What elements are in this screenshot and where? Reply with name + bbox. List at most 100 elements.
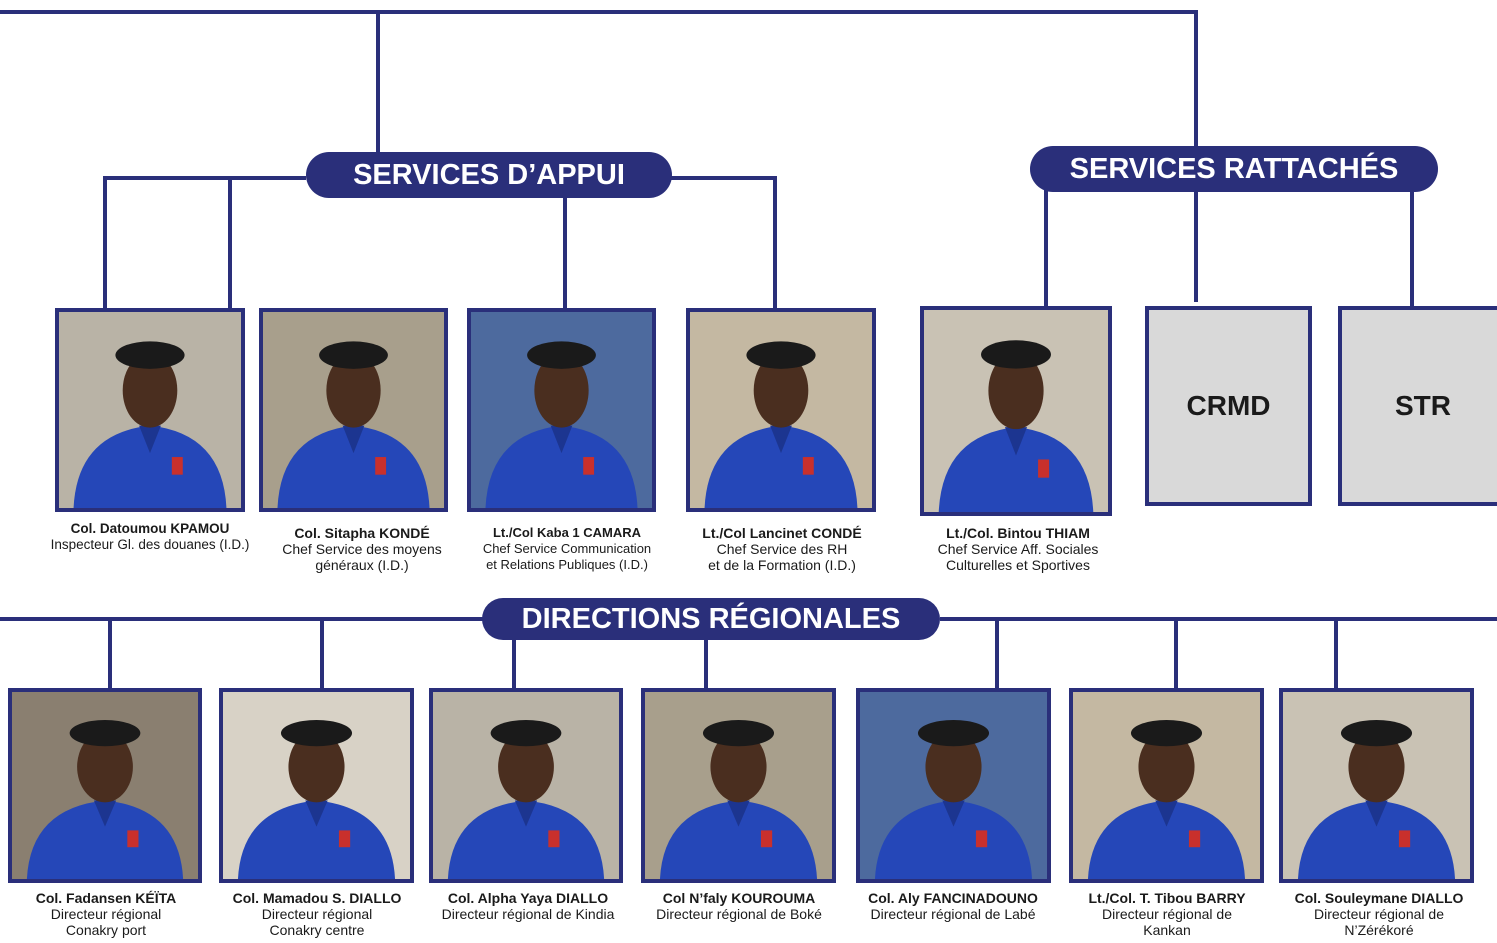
flag-badge	[760, 830, 773, 848]
portrait-mamadou-diallo	[219, 688, 414, 883]
person-role: Directeur régional de Kindia	[441, 906, 615, 922]
portrait-fadansen-keita	[8, 688, 202, 883]
officer-portrait-illustration	[12, 692, 198, 879]
person-name: Col. Sitapha KONDÉ	[294, 525, 430, 541]
caption-nfaly-kourouma: Col N’faly KOUROUMA Directeur régional d…	[634, 890, 844, 922]
beret-shape	[746, 341, 816, 369]
beret-shape	[527, 341, 596, 369]
face-shape	[1348, 731, 1405, 803]
beret-shape	[115, 341, 185, 369]
flag-badge	[583, 457, 595, 475]
officer-portrait-illustration	[263, 312, 444, 508]
face-shape	[77, 731, 133, 803]
collar-shape	[770, 425, 792, 454]
person-role: Directeur régional de Kankan	[1102, 906, 1232, 938]
caption-lancinet-conde: Lt./Col Lancinet CONDÉ Chef Service des …	[680, 525, 884, 573]
flag-badge	[975, 830, 988, 848]
collar-shape	[550, 425, 573, 454]
beret-shape	[1340, 720, 1413, 747]
uniform-shape	[874, 800, 1033, 879]
uniform-shape	[277, 425, 430, 508]
collar-shape	[1365, 800, 1388, 827]
str-box: STR	[1338, 306, 1497, 506]
person-name: Col. Mamadou S. DIALLO	[232, 890, 402, 906]
caption-bintou-thiam: Lt./Col. Bintou THIAM Chef Service Aff. …	[908, 525, 1128, 573]
officer-portrait-illustration	[860, 692, 1047, 879]
crmd-box: CRMD	[1145, 306, 1312, 506]
person-name: Lt./Col Kaba 1 CAMARA	[492, 525, 642, 540]
officer-portrait-illustration	[59, 312, 241, 508]
person-role: Directeur régional de Boké	[656, 906, 822, 922]
person-name: Col. Fadansen KÉÏTA	[35, 890, 177, 906]
portrait-kaba-camara	[467, 308, 656, 512]
person-name: Col. Souleymane DIALLO	[1294, 890, 1464, 906]
flag-badge	[375, 457, 387, 475]
officer-portrait-illustration	[1283, 692, 1470, 879]
person-name: Lt./Col. T. Tibou BARRY	[1088, 890, 1246, 906]
collar-shape	[727, 800, 750, 827]
person-name: Lt./Col. Bintou THIAM	[946, 525, 1090, 541]
portrait-kpamou	[55, 308, 245, 512]
officer-portrait-illustration	[223, 692, 410, 879]
caption-alpha-yaya-diallo: Col. Alpha Yaya DIALLO Directeur régiona…	[424, 890, 632, 922]
flag-badge	[171, 457, 183, 475]
collar-shape	[1155, 800, 1178, 827]
person-role: Directeur régional Conakry centre	[261, 906, 373, 938]
person-role: Directeur régional Conakry port	[50, 906, 162, 938]
collar-shape	[93, 800, 117, 827]
collar-shape	[942, 800, 965, 827]
face-shape	[710, 731, 767, 803]
flag-badge	[338, 830, 351, 848]
collar-shape	[139, 425, 161, 454]
person-role: Chef Service des moyens généraux (I.D.)	[282, 541, 442, 573]
officer-portrait-illustration	[690, 312, 872, 508]
flag-badge	[1188, 830, 1201, 848]
person-role: Inspecteur Gl. des douanes (I.D.)	[50, 537, 250, 552]
beret-shape	[490, 720, 562, 747]
portrait-tibou-barry	[1069, 688, 1264, 883]
person-name: Lt./Col Lancinet CONDÉ	[702, 525, 862, 541]
appui-right-branch	[668, 176, 777, 310]
officer-portrait-illustration	[645, 692, 832, 879]
uniform-shape	[704, 425, 858, 508]
flag-badge	[1038, 459, 1050, 478]
uniform-shape	[73, 425, 227, 508]
uniform-shape	[485, 425, 638, 508]
caption-tibou-barry: Lt./Col. T. Tibou BARRY Directeur région…	[1064, 890, 1270, 938]
person-role: Directeur régional de Labé	[870, 906, 1036, 922]
face-shape	[1138, 731, 1195, 803]
person-role: Directeur régional de N’Zérékoré	[1314, 906, 1444, 938]
face-shape	[753, 353, 809, 428]
collar-shape	[514, 800, 538, 827]
face-shape	[498, 731, 554, 803]
face-shape	[925, 731, 982, 803]
portrait-bintou-thiam	[920, 306, 1112, 516]
person-role: Chef Service des RH et de la Formation (…	[708, 541, 856, 573]
portrait-souleymane-diallo	[1279, 688, 1474, 883]
beret-shape	[981, 340, 1051, 369]
portrait-aly-fancinadouno	[856, 688, 1051, 883]
person-name: Col. Alpha Yaya DIALLO	[447, 890, 609, 906]
portrait-alpha-yaya-diallo	[429, 688, 623, 883]
caption-fadansen-keita: Col. Fadansen KÉÏTA Directeur régional C…	[4, 890, 208, 938]
services-appui-header: SERVICES D’APPUI	[306, 152, 672, 198]
face-shape	[534, 353, 589, 428]
flag-badge	[1398, 830, 1411, 848]
person-role: Chef Service Communication et Relations …	[482, 541, 652, 572]
uniform-shape	[26, 800, 184, 879]
beret-shape	[917, 720, 990, 747]
uniform-shape	[659, 800, 818, 879]
portrait-lancinet-conde	[686, 308, 876, 512]
face-shape	[326, 353, 381, 428]
person-name: Col N’faly KOUROUMA	[662, 890, 816, 906]
officer-portrait-illustration	[1073, 692, 1260, 879]
caption-aly-fancinadouno: Col. Aly FANCINADOUNO Directeur régional…	[848, 890, 1058, 922]
officer-portrait-illustration	[924, 310, 1108, 512]
top-connector	[0, 10, 1198, 160]
face-shape	[988, 352, 1044, 430]
appui-left-branch	[103, 176, 306, 310]
collar-shape	[1004, 427, 1028, 456]
caption-kpamou: Col. Datoumou KPAMOU Inspecteur Gl. des …	[38, 521, 262, 553]
services-rattaches-header: SERVICES RATTACHÉS	[1030, 146, 1438, 192]
